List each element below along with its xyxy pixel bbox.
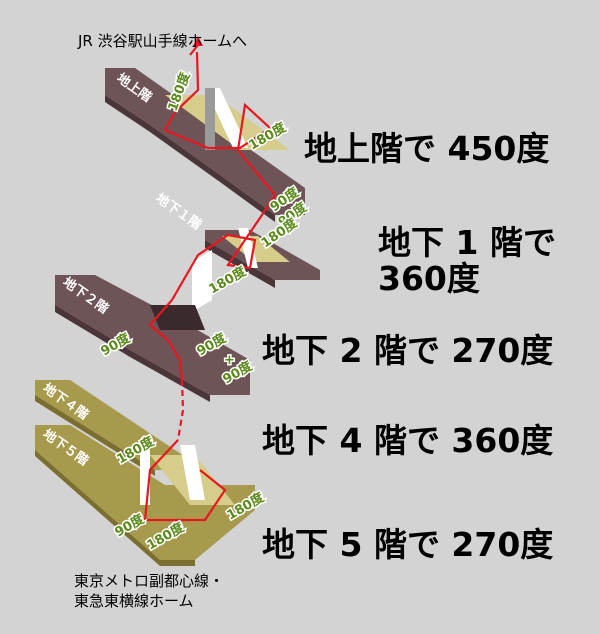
bottom-note-2: 東急東横線ホーム: [74, 592, 194, 610]
floor-ground: [105, 68, 305, 222]
summary-b1-line2: 360度: [378, 259, 480, 298]
walking-route: [143, 44, 277, 522]
summary-b4: 地下 4 階で 360度: [262, 421, 554, 460]
ground-stair-wall: [205, 88, 248, 148]
angle-b2-plus: +: [224, 353, 235, 368]
route-arrow-up: [193, 36, 203, 46]
summary-ground: 地上階で 450度: [304, 129, 550, 168]
summary-b2: 地下 2 階で 270度: [262, 331, 554, 370]
floor-label-b1: 地下１階: [153, 190, 205, 233]
summary-b1-line1: 地下 1 階で: [378, 223, 556, 262]
floor-b1: [192, 228, 320, 312]
top-note: JR 渋谷駅山手線ホームへ: [78, 32, 248, 50]
summary-b5: 地下 5 階で 270度: [262, 525, 554, 564]
floor-b5: [35, 425, 255, 566]
floor-b2: [55, 275, 250, 402]
bottom-note-1: 東京メトロ副都心線・: [74, 572, 225, 590]
angle-b1-180b: 180度: [206, 263, 250, 297]
floor-b4: [35, 380, 190, 476]
